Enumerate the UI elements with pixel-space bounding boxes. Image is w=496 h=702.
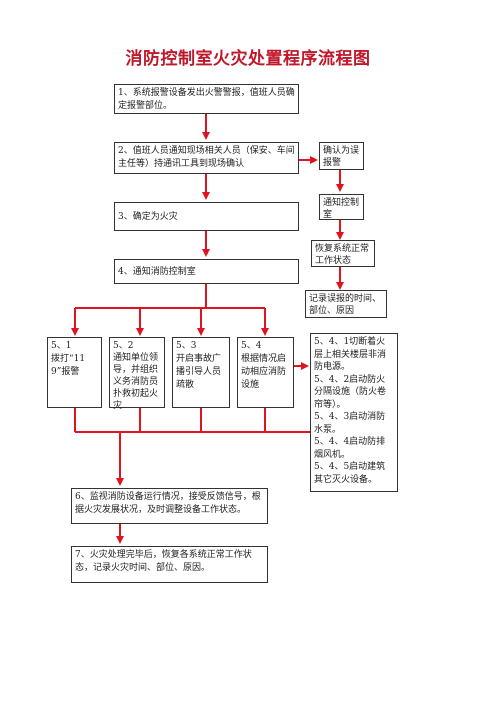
step-5-4-detail-box: 5、4、1切断着火层上相关楼层非消防电源。 5、4、2启动防火分隔设施（防火卷帘… <box>310 333 398 492</box>
step-1-box: 1、系统报警设备发出火警警报，值班人员确定报警部位。 <box>114 84 299 114</box>
step-3-box: 3、确定为火灾 <box>114 202 299 231</box>
step-5-1-box: 5、1 拨打“119”报警 <box>47 337 102 408</box>
step-2-box: 2、值班人员通知现场相关人员（保安、车间主任等）持通讯工具到现场确认 <box>114 142 299 174</box>
step-4-box: 4、通知消防控制室 <box>114 259 299 284</box>
step-5-2-box: 5、2 通知单位领导，并组织义务消防员扑救初起火灾 <box>109 337 165 411</box>
page-title: 消防控制室火灾处置程序流程图 <box>125 49 371 69</box>
record-false-alarm-box: 记录误报的时间、部位、原因 <box>305 290 387 318</box>
step-6-box: 6、监视消防设备运行情况，接受反馈信号，根据火灾发展状况，及时调整设备工作状态。 <box>71 488 268 524</box>
notify-control-room-box: 通知控制室 <box>319 194 364 220</box>
step-5-3-box: 5、3 开启事故广播引导人员疏散 <box>172 337 230 408</box>
step-7-box: 7、火灾处理完毕后，恢复各系统正常工作状态，记录火灾时间、部位、原因。 <box>71 546 268 583</box>
restore-system-box: 恢复系统正常工作状态 <box>311 240 375 267</box>
false-alarm-box: 确认为误报警 <box>319 142 364 170</box>
step-5-4-box: 5、4 根据情况启动相应消防设施 <box>237 337 294 408</box>
